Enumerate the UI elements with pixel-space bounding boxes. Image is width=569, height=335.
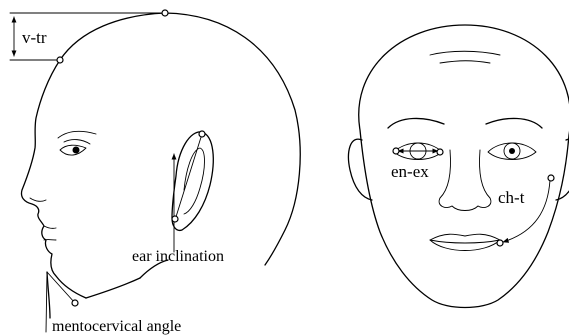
ear-inclination-label: ear inclination bbox=[132, 248, 224, 265]
profile-nostril bbox=[30, 198, 46, 201]
frontal-upper-lip bbox=[430, 234, 500, 240]
mentocervical-line-vertical bbox=[46, 272, 47, 332]
cheilion-landmark bbox=[497, 240, 503, 246]
profile-lips bbox=[44, 226, 56, 240]
frontal-nose bbox=[439, 150, 491, 211]
frontal-pupil-right bbox=[509, 148, 515, 154]
mentocervical-angle-label: mentocervical angle bbox=[52, 318, 181, 335]
tragion-landmark bbox=[548, 175, 554, 181]
ear-top-landmark bbox=[199, 131, 205, 137]
profile-eyebrow bbox=[58, 131, 96, 138]
frontal-eyebrow-right bbox=[486, 118, 542, 128]
mentocervical-line-chin bbox=[47, 272, 75, 303]
v-tr-label: v-tr bbox=[22, 28, 47, 47]
profile-ear-outline bbox=[172, 132, 213, 231]
frontal-eyebrow-left bbox=[388, 118, 444, 128]
exocanthion-landmark bbox=[393, 148, 399, 154]
en-ex-label: en-ex bbox=[391, 162, 429, 181]
ch-t-label: ch-t bbox=[498, 188, 525, 207]
forehead-line-2 bbox=[440, 61, 490, 63]
profile-eyelid bbox=[64, 140, 90, 144]
trichion-landmark bbox=[57, 57, 63, 63]
profile-pupil bbox=[73, 147, 80, 154]
profile-head: v-tr mentocervical angle ear inclination bbox=[10, 10, 300, 335]
profile-neck-front bbox=[47, 272, 50, 318]
forehead-line bbox=[430, 51, 500, 55]
profile-neck-back bbox=[86, 278, 140, 298]
endocanthion-landmark bbox=[437, 149, 443, 155]
ear-bottom-landmark bbox=[172, 216, 178, 222]
profile-head-outline bbox=[60, 13, 300, 265]
ear-axis-line bbox=[175, 134, 202, 220]
profile-face-outline bbox=[21, 60, 86, 298]
frontal-mouth-line bbox=[430, 240, 500, 243]
cervical-landmark bbox=[72, 300, 78, 306]
frontal-head: en-ex ch-t bbox=[349, 25, 569, 308]
vertex-landmark bbox=[162, 10, 168, 16]
